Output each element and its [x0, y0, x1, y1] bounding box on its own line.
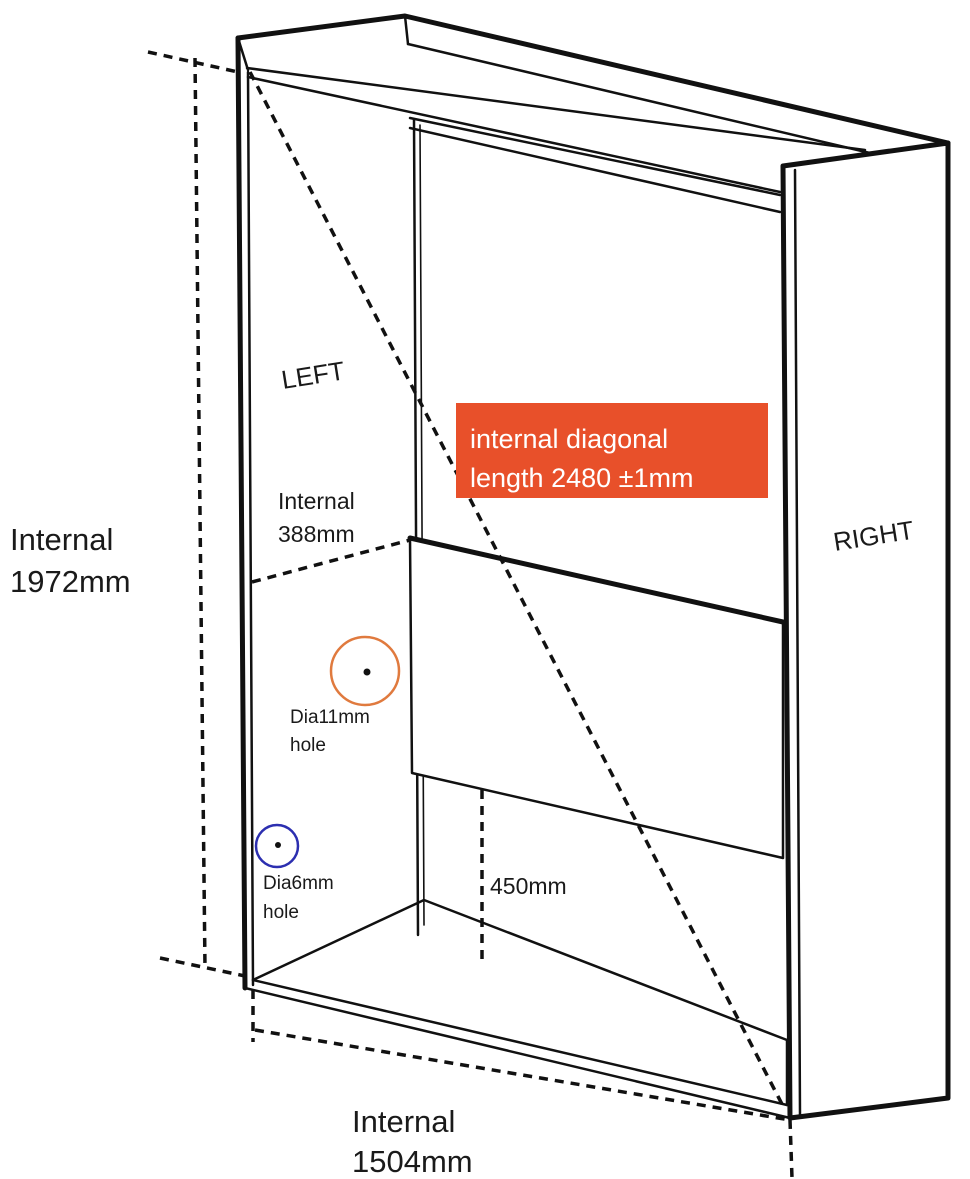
depth-label-line1: Internal — [278, 488, 355, 514]
back-panel-left-edge — [412, 118, 420, 937]
top-panel-front-left — [236, 36, 250, 72]
hole-large-label-line1: Dia11mm — [290, 707, 370, 728]
gap-label: 450mm — [490, 873, 567, 899]
front-shelf-top-edge — [407, 535, 786, 625]
width-dimension-line — [254, 1028, 791, 1122]
top-panel-back — [246, 75, 782, 194]
height-top-extension — [147, 50, 239, 74]
right-side-panel — [780, 140, 951, 1121]
top-panel-back-left — [403, 14, 410, 46]
top-back-edge — [235, 13, 951, 146]
right-panel-inner — [793, 168, 802, 1117]
depth-label-line2: 388mm — [278, 521, 355, 547]
height-label-line2: 1972mm — [10, 564, 131, 599]
width-label-line2: 1504mm — [352, 1144, 473, 1179]
bottom-back-edge — [251, 898, 426, 982]
height-label-line1: Internal — [10, 522, 113, 557]
diagonal-dimension-line — [248, 71, 787, 1111]
hole-small-label-line1: Dia6mm — [263, 873, 334, 894]
hole-large-ring — [329, 635, 401, 707]
hole-small — [254, 823, 300, 869]
left-panel-label: LEFT — [279, 355, 347, 395]
diagonal-callout: internal diagonal length 2480 ±1mm — [456, 403, 768, 498]
bottom-back-edge-2 — [422, 898, 789, 1042]
diagonal-callout-line1: internal diagonal — [470, 424, 668, 454]
depth-dimension-line — [251, 538, 411, 584]
top-panel-inner — [406, 42, 872, 155]
hole-large-label-line2: hole — [290, 735, 326, 756]
diagonal-callout-box — [456, 403, 768, 498]
hole-small-ring — [254, 823, 300, 869]
hole-small-dot — [275, 842, 281, 848]
top-rail-lower — [408, 126, 782, 214]
width-right-extension — [788, 1119, 794, 1179]
top-panel-front — [245, 66, 867, 152]
bottom-front-edge — [243, 986, 792, 1120]
bottom-front-edge-top — [251, 978, 789, 1107]
back-panel-left-edge-inner — [419, 124, 425, 926]
top-rail-upper — [408, 116, 782, 197]
left-front-edge — [235, 35, 248, 991]
width-label-line1: Internal — [352, 1104, 455, 1139]
dimension-lines — [147, 50, 794, 1179]
left-panel-inner — [246, 70, 255, 987]
front-shelf-face — [408, 536, 785, 860]
hole-large — [329, 635, 401, 707]
hole-large-dot — [363, 668, 371, 676]
height-bottom-extension — [159, 956, 246, 978]
height-dimension-line — [193, 57, 207, 969]
cabinet-frame — [235, 13, 951, 1121]
hole-small-label-line2: hole — [263, 902, 299, 923]
diagonal-callout-line2: length 2480 ±1mm — [470, 463, 693, 493]
